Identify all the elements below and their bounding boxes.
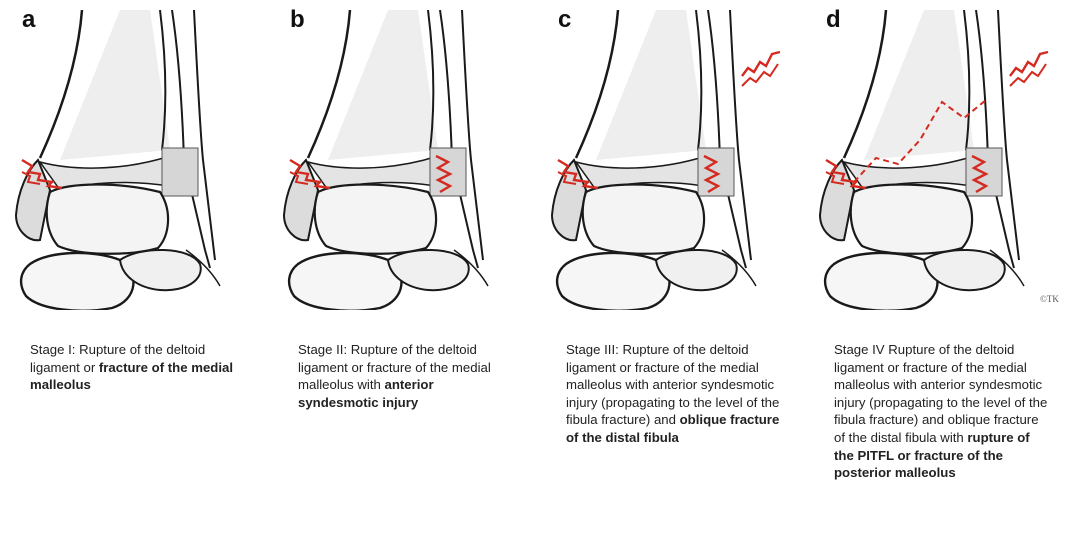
fibula-outline <box>440 10 478 268</box>
calcaneus <box>21 253 133 310</box>
tibia-shaft-shade <box>60 10 170 160</box>
ankle-bones <box>284 10 488 310</box>
calcaneus <box>557 253 669 310</box>
tibia-shaft-shade <box>328 10 438 160</box>
syndesmosis-ligament <box>162 148 198 196</box>
ankle-illustration <box>268 10 530 310</box>
panel-d: d ©TK Stage IV Rupture of the deltoid <box>804 0 1066 545</box>
calcaneus <box>825 253 937 310</box>
talus <box>47 185 168 254</box>
calcaneus <box>289 253 401 310</box>
ankle-bones <box>820 10 1024 310</box>
talus <box>315 185 436 254</box>
artist-signature: ©TK <box>1040 294 1059 304</box>
panel-a: a Stage I: Rupture of the deltoid ligame… <box>0 0 262 545</box>
tibia-shaft-shade <box>596 10 706 160</box>
fibula-oblique-fracture <box>742 52 780 76</box>
panel-b: b Stage II: Rupture of the deltoid ligam… <box>268 0 530 545</box>
tibia-shaft-shade <box>864 10 974 160</box>
ankle-bones <box>16 10 220 310</box>
panel-c: c Stage III: Rupture of the deltoid liga… <box>536 0 798 545</box>
stage-caption: Stage I: Rupture of the deltoid ligament… <box>30 341 245 394</box>
fibula-outline <box>708 10 746 268</box>
ankle-bones <box>552 10 756 310</box>
stage-caption: Stage III: Rupture of the deltoid ligame… <box>566 341 781 447</box>
fibula-outline <box>976 10 1014 268</box>
ankle-illustration <box>0 10 262 310</box>
stage-caption: Stage IV Rupture of the deltoid ligament… <box>834 341 1049 482</box>
fibula-outline <box>172 10 210 268</box>
talus <box>583 185 704 254</box>
ankle-illustration <box>536 10 798 310</box>
stage-caption: Stage II: Rupture of the deltoid ligamen… <box>298 341 513 411</box>
ankle-illustration: ©TK <box>804 10 1066 310</box>
fibula-oblique-fracture <box>1010 52 1048 76</box>
talus <box>851 185 972 254</box>
